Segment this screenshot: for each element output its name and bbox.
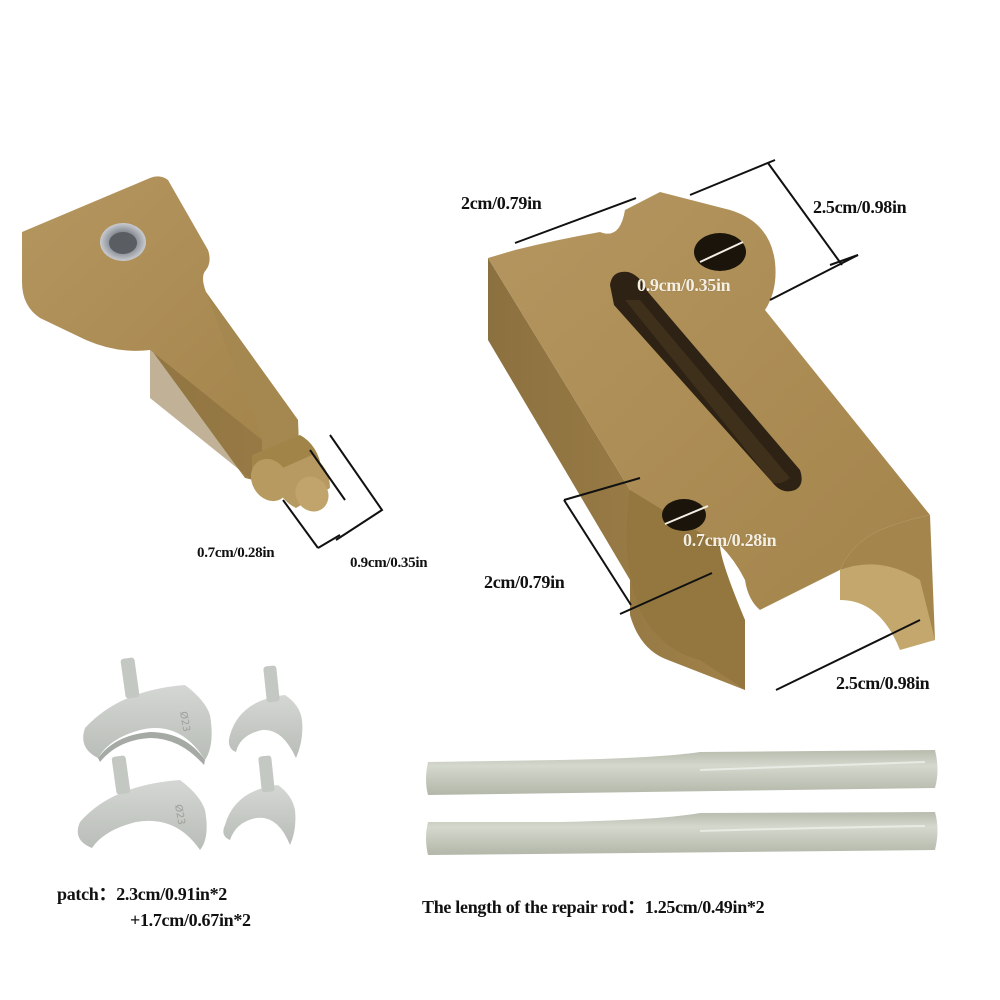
patch-caption-line1: patch：2.3cm/0.91in*2 — [57, 884, 228, 904]
repair-rod-caption: The length of the repair rod：1.25cm/0.49… — [422, 897, 765, 917]
svg-text:Ø23: Ø23 — [177, 710, 192, 732]
handle-pin — [250, 435, 330, 512]
patch-set: Ø23 Ø23 — [77, 657, 303, 850]
repair-rods — [426, 750, 938, 855]
patch-caption-line2: +1.7cm/0.67in*2 — [130, 910, 251, 930]
top-side-length-label: 2.5cm/0.98in — [813, 197, 907, 217]
block-dimension-lines — [514, 159, 921, 691]
patch-small-2 — [223, 755, 296, 845]
clamp-block — [488, 159, 935, 691]
small-hole-label: 0.7cm/0.28in — [683, 530, 777, 550]
patch-large-2: Ø23 — [77, 755, 207, 850]
svg-text:Ø23: Ø23 — [172, 803, 187, 825]
repair-rod-2 — [426, 812, 938, 855]
bottom-arc-width-label: 2cm/0.79in — [484, 572, 565, 592]
repair-rod-1 — [426, 750, 938, 795]
pin-dimension-lines — [282, 434, 384, 549]
large-hole-label: 0.9cm/0.35in — [637, 275, 731, 295]
top-arc-width-label: 2cm/0.79in — [461, 193, 542, 213]
patch-small-1 — [228, 665, 303, 758]
pin-diameter-label: 0.7cm/0.28in — [197, 545, 275, 561]
pin-length-label: 0.9cm/0.35in — [350, 555, 428, 571]
bottom-side-length-label: 2.5cm/0.98in — [836, 673, 930, 693]
handle-tool — [22, 176, 384, 549]
patch-large-1: Ø23 — [83, 657, 212, 765]
